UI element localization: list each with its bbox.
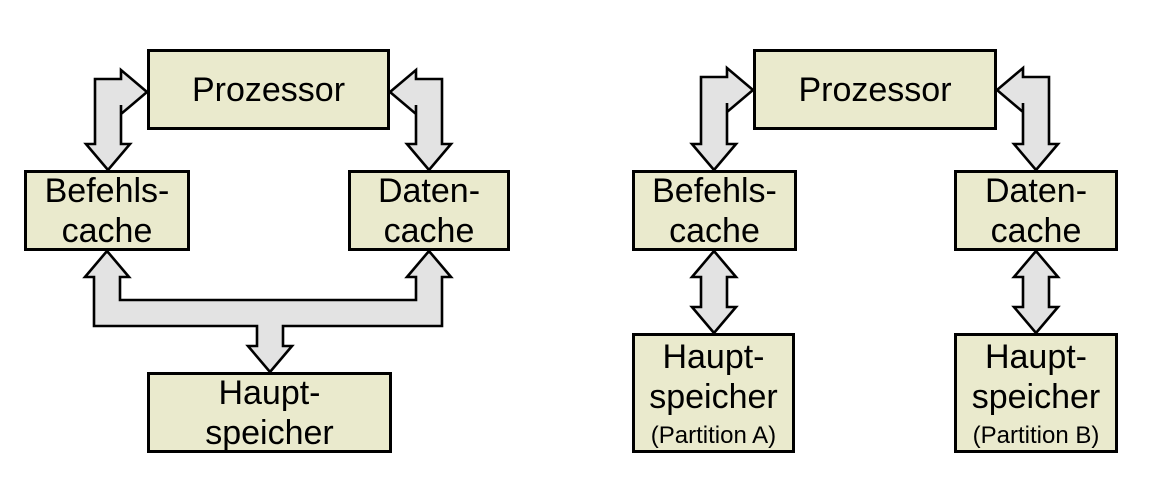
hauptspeicher-label: Haupt- speicher [205,373,334,452]
hauptspeicher-label: Haupt- speicher [649,337,778,416]
caches-hauptspeicher-trident-arrow-icon [82,248,454,375]
datencache-partition-b-arrow-icon [1011,248,1061,336]
hauptspeicher-partition-a-box: Haupt- speicher (Partition A) [632,333,795,453]
hauptspeicher-label: Haupt- speicher [971,337,1101,416]
datencache-box: Daten- cache [348,170,510,251]
hauptspeicher-box: Haupt- speicher [147,372,392,453]
befehlscache-box: Befehls- cache [632,170,797,251]
datencache-label: Daten- cache [984,171,1088,250]
prozessor-datencache-arrow-icon [994,65,1061,173]
prozessor-box: Prozessor [147,49,390,130]
prozessor-label: Prozessor [798,70,952,109]
datencache-box: Daten- cache [954,170,1118,251]
prozessor-label: Prozessor [191,70,346,109]
befehlscache-partition-a-arrow-icon [689,248,739,336]
befehlscache-label: Befehls- cache [652,171,777,250]
befehlscache-label: Befehls- cache [44,171,170,250]
partition-b-sublabel: (Partition B) [972,421,1100,449]
prozessor-datencache-arrow-icon [387,67,454,173]
befehlscache-box: Befehls- cache [24,170,190,251]
prozessor-box: Prozessor [753,49,997,130]
prozessor-befehlscache-arrow-icon [83,67,150,173]
prozessor-befehlscache-arrow-icon [689,65,756,173]
hauptspeicher-partition-b-box: Haupt- speicher (Partition B) [954,333,1118,453]
datencache-label: Daten- cache [377,171,481,250]
partition-a-sublabel: (Partition A) [650,421,777,449]
